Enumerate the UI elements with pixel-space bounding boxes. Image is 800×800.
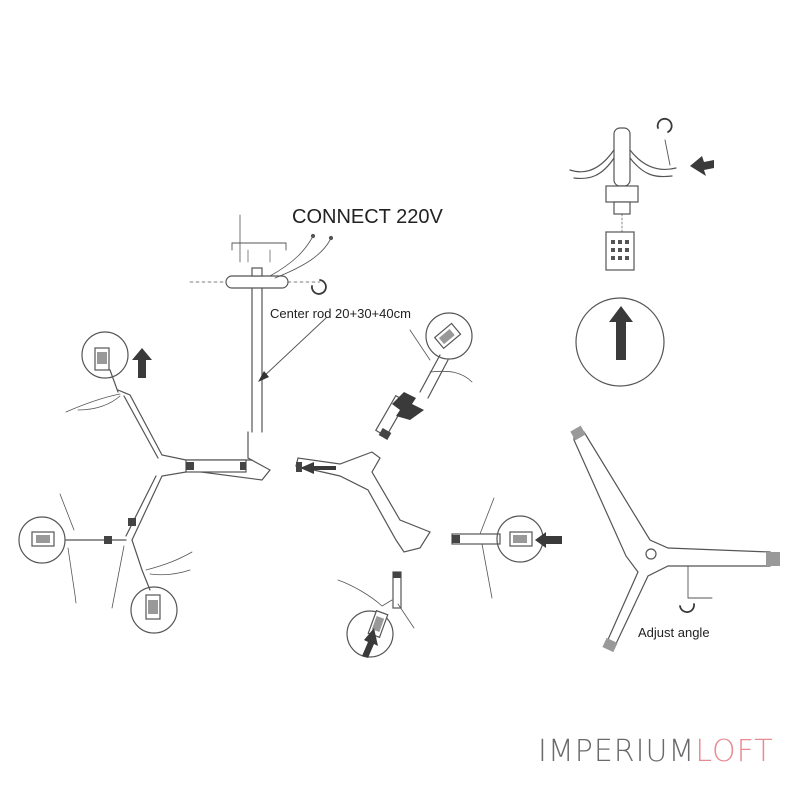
- brand-logo: IMPERIUMLOFT: [538, 734, 774, 769]
- adjust-angle-label: Adjust angle: [638, 625, 710, 640]
- connect-220v-label: CONNECT 220V: [292, 206, 443, 228]
- center-rod: [251, 287, 327, 433]
- adjust-angle-detail: [570, 425, 780, 653]
- right-arm-parts: [295, 312, 562, 658]
- brand-part-accent: LOFT: [695, 734, 774, 769]
- inset-canopy-detail: [569, 117, 714, 271]
- center-rod-label: Center rod 20+30+40cm: [270, 306, 411, 321]
- ceiling-canopy: [189, 214, 334, 295]
- brand-part-main: IMPERIUM: [538, 734, 696, 769]
- left-arm-assembly: [18, 331, 271, 634]
- inset-direction-circle: [575, 297, 665, 387]
